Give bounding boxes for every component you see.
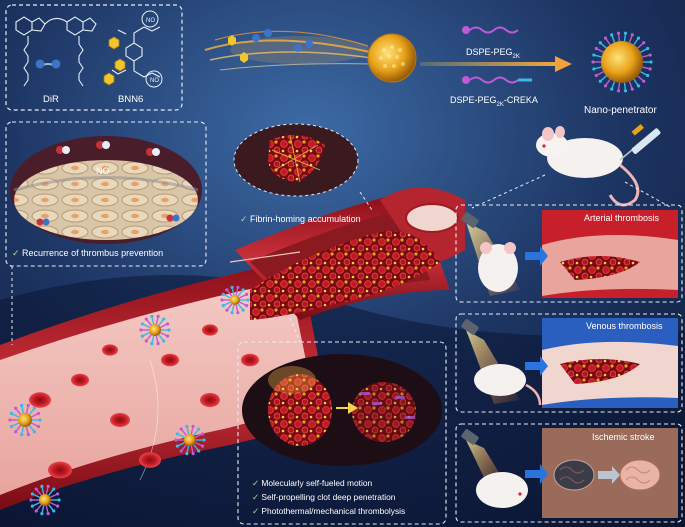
free-bnn6-icon — [228, 35, 236, 46]
thrombus-clot — [250, 231, 440, 320]
no-donor-circle-icon: NO NO — [141, 10, 163, 88]
dir-icon — [35, 59, 61, 69]
model-label: Ischemic stroke — [592, 432, 655, 442]
fibrin-label: ✓ Fibrin-homing accumulation — [240, 214, 361, 224]
nanoparticle-icon — [8, 403, 42, 437]
bnn6-hexagon-icons — [103, 36, 126, 86]
no-label: NO — [96, 166, 110, 176]
nano-penetrator-icon — [591, 31, 653, 93]
red-blood-cell — [102, 344, 118, 356]
mouse-injection-icon — [536, 124, 661, 207]
nanoparticle-icon — [220, 285, 250, 315]
fibrin-mesh — [268, 134, 325, 183]
blood-cells — [29, 324, 259, 479]
mouse-laser-icon — [461, 212, 520, 296]
mechanism-list: ✓ Molecularly self-fueled motion ✓ Self-… — [252, 478, 405, 516]
model-label: Venous thrombosis — [586, 321, 663, 331]
check-icon: ✓ — [252, 506, 261, 516]
svg-text:NO: NO — [146, 18, 155, 24]
red-blood-cell — [202, 324, 218, 336]
recurrence-label: ✓ Recurrence of thrombus prevention — [12, 248, 163, 258]
arrow-icon — [525, 356, 548, 376]
mechanism-item: ✓ Photothermal/mechanical thrombolysis — [252, 506, 405, 516]
molecules-panel: DiR NO NO BNN6 — [5, 4, 183, 111]
blood-vessel — [0, 187, 465, 510]
nanoparticle-icon — [174, 424, 206, 456]
arrow-icon — [525, 464, 548, 484]
synthesis-arrow: DSPE-PEG2K DSPE-PEG2K-CREKA — [420, 26, 572, 108]
fibrin-callout: ✓ Fibrin-homing accumulation — [233, 123, 373, 224]
floating-nanoparticles — [8, 285, 250, 516]
model-panel-venous: Venous thrombosis — [455, 313, 683, 413]
model-panel-arterial: Arterial thrombosis — [455, 204, 683, 303]
red-blood-cell — [110, 413, 130, 427]
dir-structure — [15, 16, 97, 87]
peg-creka-icon — [462, 76, 532, 84]
bnn6-structure — [111, 26, 161, 78]
assembly-streak — [204, 29, 373, 71]
red-blood-cell — [200, 393, 220, 407]
red-blood-cell — [48, 461, 72, 479]
check-icon: ✓ — [252, 492, 261, 502]
nanoparticle-icon — [29, 484, 61, 516]
mechanism-item: ✓ Molecularly self-fueled motion — [252, 478, 372, 488]
svg-text:NO: NO — [150, 78, 159, 84]
red-blood-cell — [71, 373, 89, 387]
red-blood-cell — [29, 392, 51, 408]
dir-label: DiR — [43, 94, 59, 105]
arrow-icon — [598, 466, 620, 484]
check-icon: ✓ — [252, 478, 261, 488]
brain-icon — [553, 459, 661, 491]
red-blood-cell — [241, 353, 259, 367]
nanoparticle-icon — [139, 314, 171, 346]
mechanism-callout: ✓ Molecularly self-fueled motion ✓ Self-… — [237, 317, 447, 525]
reagent-peg-label: DSPE-PEG2K — [466, 47, 520, 60]
model-panel-stroke: Ischemic stroke — [455, 423, 683, 523]
mouse-laser-icon — [461, 319, 542, 406]
peg-icon — [462, 26, 519, 34]
mouse-laser-icon — [461, 429, 528, 508]
no-molecule-icons — [36, 141, 180, 226]
disease-models: Arterial thrombosis Venous thrombosis — [455, 204, 683, 523]
check-icon: ✓ — [12, 248, 22, 258]
gold-nanoparticle — [367, 33, 417, 83]
model-label: Arterial thrombosis — [584, 213, 660, 223]
red-blood-cell — [139, 452, 161, 468]
nano-penetrator-label: Nano-penetrator — [584, 105, 657, 116]
red-blood-cell — [161, 353, 179, 367]
mechanism-item: ✓ Self-propelling clot deep penetration — [252, 492, 396, 502]
free-dir-icon — [252, 29, 313, 52]
recurrence-callout: NO ✓ Recurrence of thrombus prevention — [5, 121, 207, 345]
arrow-icon — [525, 246, 548, 266]
reagent-creka-label: DSPE-PEG2K-CREKA — [450, 95, 538, 108]
bnn6-label: BNN6 — [118, 94, 143, 105]
check-icon: ✓ — [240, 214, 250, 224]
